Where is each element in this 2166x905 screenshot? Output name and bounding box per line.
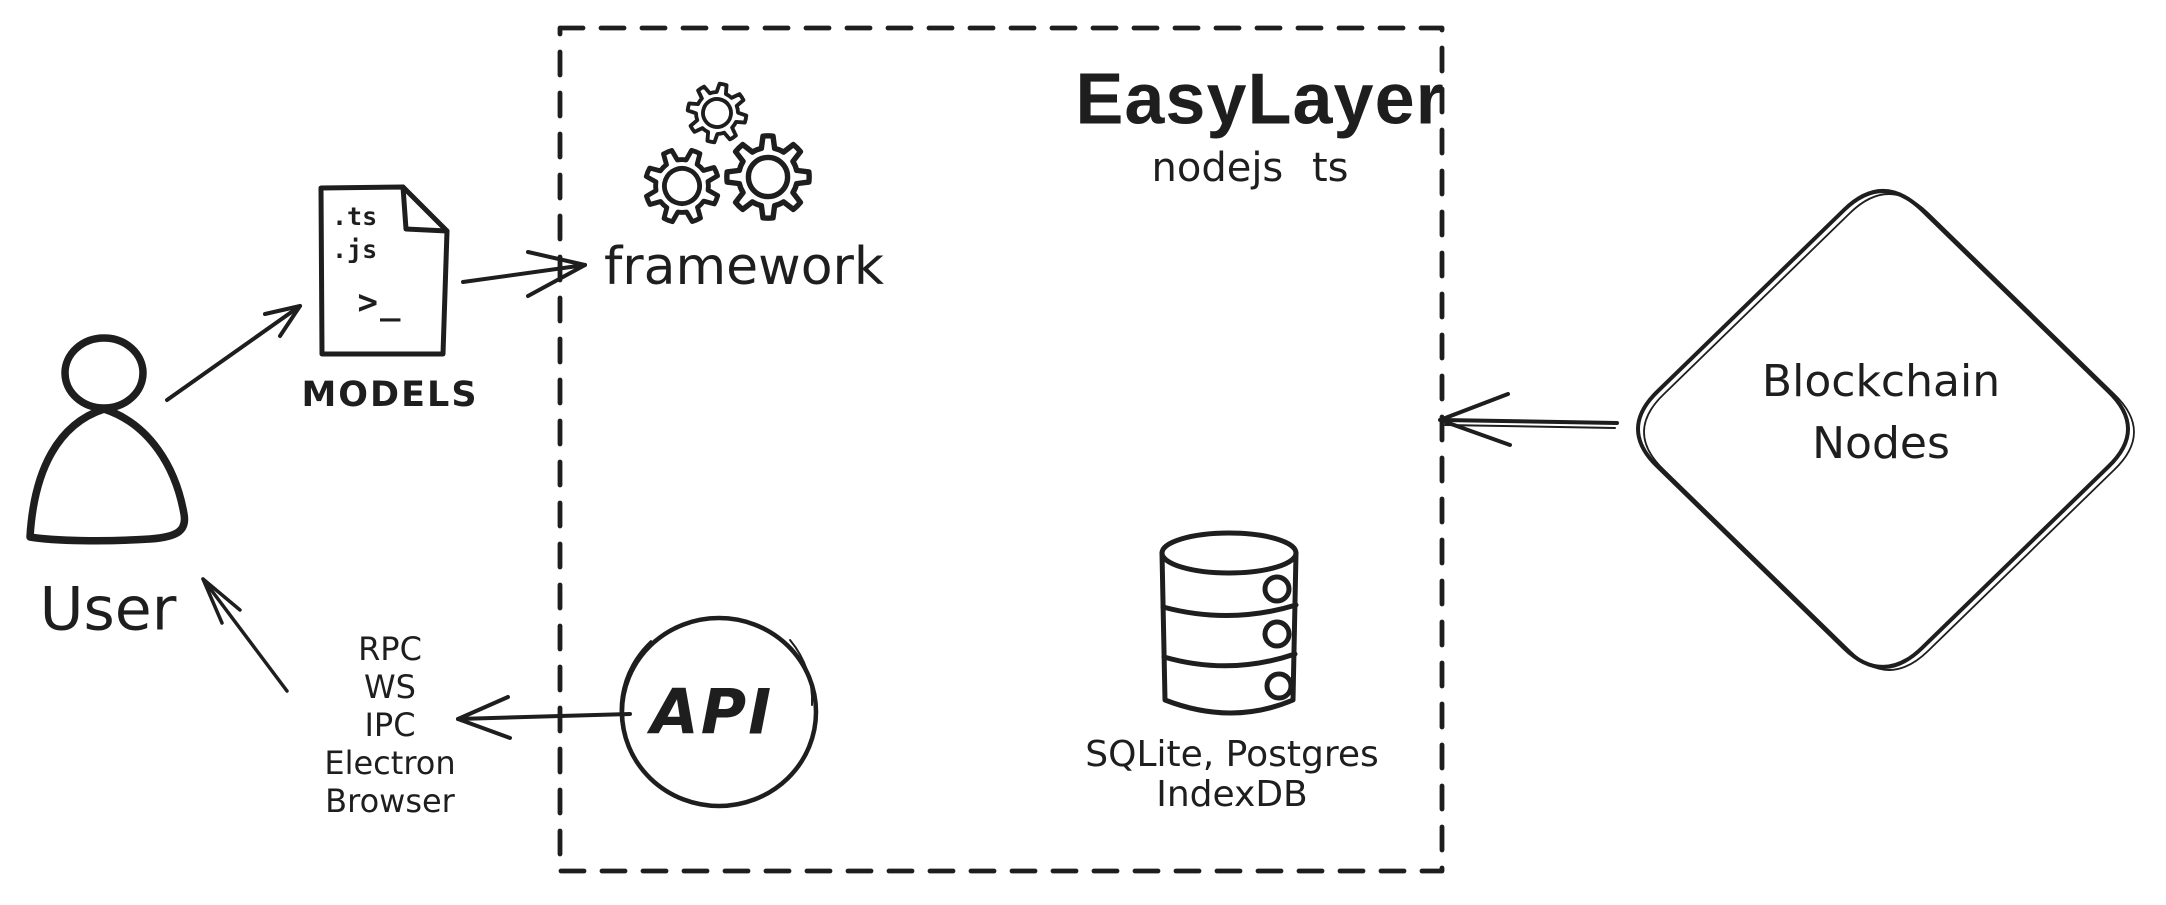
arrow-blockchain-to-easylayer (1438, 392, 1619, 447)
channel-browser: Browser (325, 782, 455, 820)
framework-label: framework (603, 237, 885, 298)
channel-ws: WS (364, 668, 416, 706)
channel-ipc: IPC (364, 706, 416, 744)
db-body (1159, 550, 1299, 716)
arrow-user-to-models (165, 304, 302, 402)
arrow-models-to-framework (461, 250, 587, 298)
db-separator (1161, 651, 1298, 669)
database-label-line1: SQLite, Postgres (1085, 734, 1379, 775)
file-types-label: .ts .js (332, 200, 377, 266)
api-circle-icon (619, 615, 819, 809)
file-folded-corner (400, 184, 450, 234)
blockchain-diamond-icon (1636, 189, 2135, 671)
api-channels-list: RPC WS IPC Electron Browser (324, 630, 455, 820)
db-indicator-dot (1262, 619, 1292, 649)
gear-left (634, 138, 730, 234)
file-type-ts: .ts (332, 202, 378, 231)
database-label: SQLite, Postgres IndexDB (1085, 735, 1378, 815)
user-head (61, 334, 147, 412)
arrowhead (263, 304, 302, 338)
easylayer-title: EasyLayer (1075, 59, 1445, 140)
db-separator (1160, 602, 1299, 618)
arrowhead (201, 577, 242, 625)
arrow-api-to-channels (456, 695, 632, 740)
gear-top (680, 76, 754, 150)
models-label: MODELS (301, 374, 479, 415)
db-indicator-dot (1264, 671, 1294, 701)
gear-right (727, 136, 809, 218)
user-icon (26, 334, 189, 545)
channel-rpc: RPC (358, 630, 422, 668)
arrowhead (1438, 392, 1512, 447)
arrow-channels-to-user (201, 577, 289, 693)
api-circle-sketch-line (619, 640, 652, 758)
file-type-js: .js (332, 235, 378, 264)
channel-electron: Electron (324, 744, 456, 782)
file-outline (318, 184, 450, 357)
blockchain-label: Blockchain Nodes (1762, 351, 2000, 475)
db-top (1159, 530, 1299, 576)
arrow-sketch-line (1444, 424, 1616, 429)
terminal-prompt-glyph: >_ (357, 282, 403, 323)
easylayer-subtitle: nodejs ts (1151, 145, 1349, 191)
arrowhead (456, 695, 512, 740)
blockchain-label-line2: Nodes (1812, 418, 1950, 469)
models-file-icon (318, 184, 450, 357)
diamond-sketch-line (1643, 193, 2135, 671)
api-label: API (650, 675, 774, 749)
db-indicator-dot (1262, 574, 1292, 604)
blockchain-label-line1: Blockchain (1761, 356, 2001, 407)
user-label: User (39, 574, 177, 645)
arrowhead (526, 250, 587, 298)
database-label-line2: IndexDB (1156, 774, 1308, 815)
api-circle-sketch-line (789, 639, 814, 706)
gears-icon (634, 76, 809, 234)
database-icon (1159, 530, 1299, 716)
user-body (26, 405, 189, 545)
